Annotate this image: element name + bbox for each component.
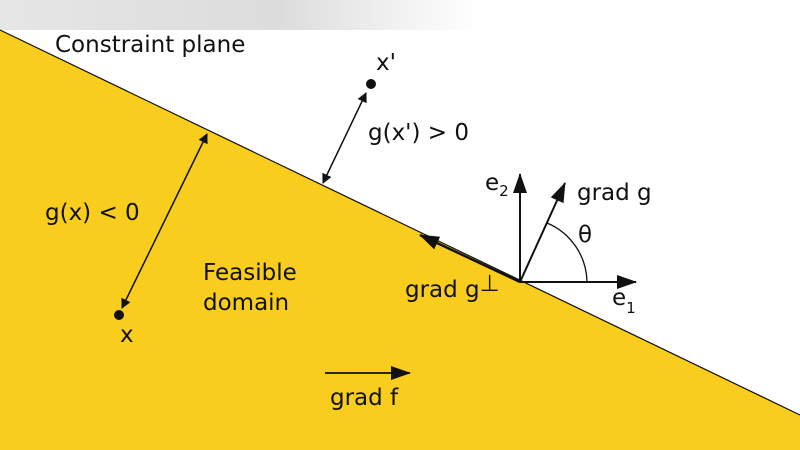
grad-g-perp-arrow bbox=[419, 233, 521, 284]
feasible-region bbox=[0, 30, 800, 450]
g-x-label: g(x) < 0 bbox=[45, 200, 140, 226]
feasible-label: Feasible bbox=[203, 260, 297, 286]
point-x bbox=[114, 310, 124, 320]
constraint-plane-label: Constraint plane bbox=[55, 32, 245, 58]
grad-g-arrow bbox=[519, 182, 566, 283]
point-x-prime bbox=[366, 79, 376, 89]
grad-g-perp-label: grad g⊥ bbox=[405, 271, 500, 303]
grad-f-label: grad f bbox=[330, 385, 399, 411]
theta-arc bbox=[546, 222, 588, 283]
grad-g-label: grad g bbox=[577, 180, 652, 206]
theta-label: θ bbox=[578, 222, 592, 248]
x-label: x bbox=[120, 322, 134, 348]
distance-arrow-x-prime bbox=[322, 92, 367, 184]
distance-arrow-x bbox=[121, 133, 208, 309]
constraint-plane-line bbox=[0, 29, 800, 416]
e2-label: e2 bbox=[485, 170, 509, 200]
g-x-prime-label: g(x') > 0 bbox=[368, 120, 469, 146]
top-blur-strip bbox=[0, 0, 800, 30]
e1-label: e1 bbox=[612, 285, 636, 317]
x-prime-label: x' bbox=[376, 50, 396, 76]
domain-label: domain bbox=[203, 290, 289, 316]
